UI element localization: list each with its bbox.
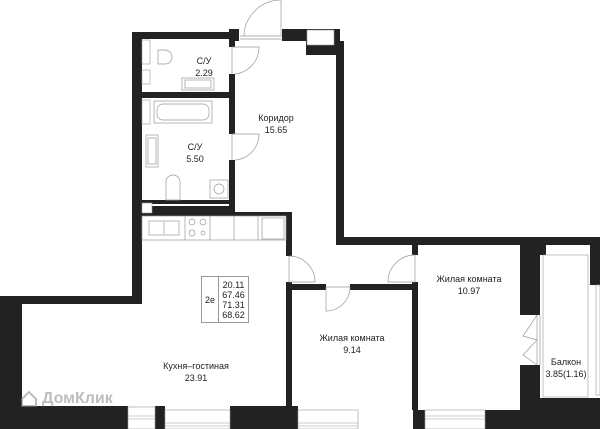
doors xyxy=(231,0,541,366)
room-label-wc2: С/У 5.50 xyxy=(186,142,204,164)
area-value: 68.62 xyxy=(222,309,245,320)
fixtures xyxy=(141,49,287,241)
apartment-info-box: 2е 20.11 67.46 71.31 68.62 xyxy=(201,276,249,323)
room-label-balcony: Балкон 3.85(1.16) xyxy=(545,357,587,379)
windows xyxy=(127,284,600,429)
area-values: 20.11 67.46 71.31 68.62 xyxy=(219,277,248,322)
apartment-type: 2е xyxy=(202,277,219,322)
room-label-room1: Жилая комната 9.14 xyxy=(319,333,385,355)
shafts xyxy=(141,29,589,398)
area-value: 71.31 xyxy=(222,299,245,310)
walls xyxy=(0,29,600,429)
toilet-icon xyxy=(165,174,181,201)
room-label-room2: Жилая комната 10.97 xyxy=(436,274,502,296)
room-label-wc1: С/У 2.29 xyxy=(195,56,213,78)
toilet-icon xyxy=(157,49,173,65)
fridge-icon xyxy=(261,217,285,240)
watermark: ДомКлик xyxy=(20,390,113,408)
room-label-corridor: Коридор 15.65 xyxy=(258,113,294,135)
area-value: 20.11 xyxy=(222,279,245,290)
area-value: 67.46 xyxy=(222,289,245,300)
house-logo-icon xyxy=(21,390,37,407)
stove-icon xyxy=(188,218,196,226)
room-label-kitchen: Кухня–гостиная 23.91 xyxy=(163,361,229,383)
